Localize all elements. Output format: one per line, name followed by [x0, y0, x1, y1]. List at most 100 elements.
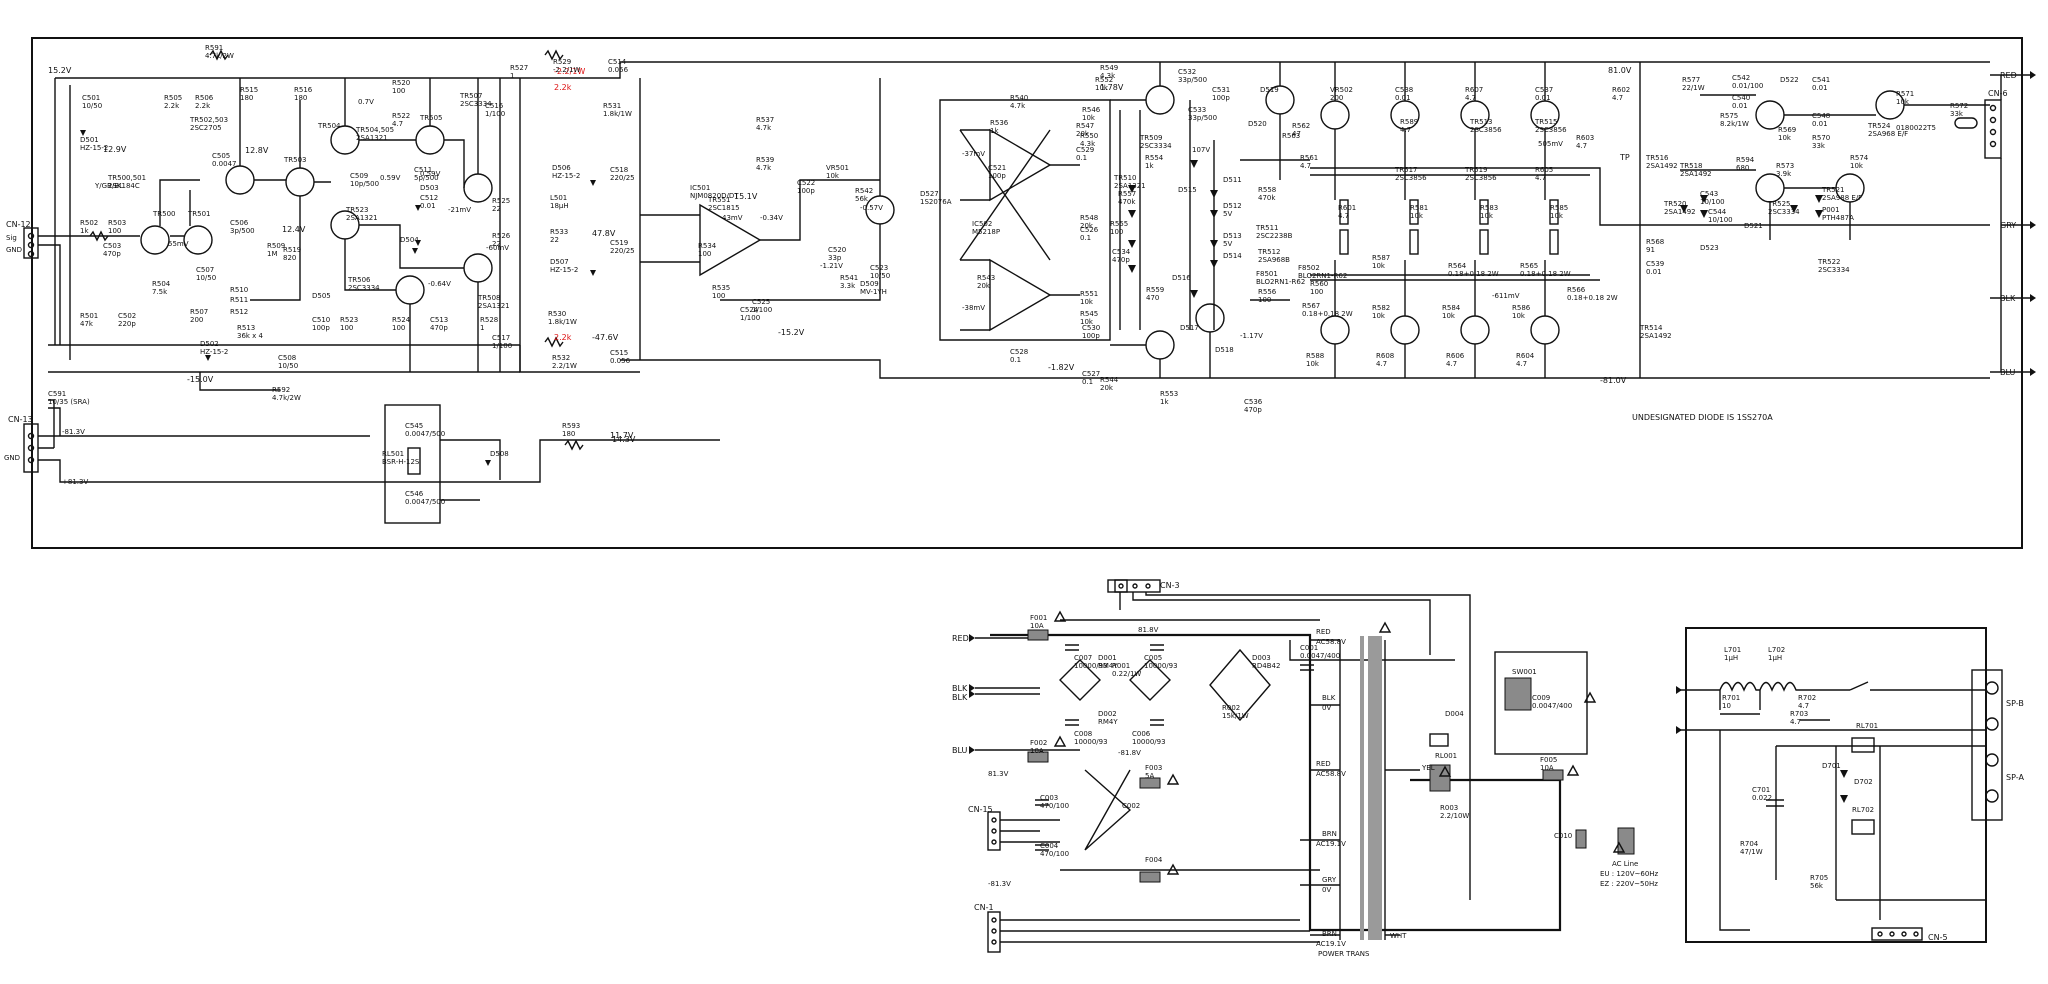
psu-part-ref: D004 — [1445, 710, 1464, 718]
amp-part-value: BLO2RN1-R62 — [1256, 278, 1305, 286]
p001-detail: 0180022T5 — [1896, 124, 1936, 132]
rl501-frame — [384, 404, 441, 524]
amp-part-ref: R604 — [1516, 352, 1535, 360]
amp-part-value: 0.18+0.18 2W — [1520, 270, 1571, 278]
amp-part-value: 0.18+0.18 2W — [1448, 270, 1499, 278]
amp-part-value: 10k — [826, 172, 840, 180]
amp-part-ref: R547 — [1076, 122, 1094, 130]
amp-part-ref: C520 — [828, 246, 846, 254]
ic501-symbol — [699, 203, 762, 277]
psu-in-blk1: BLK — [952, 684, 968, 693]
amp-part-value: 10/100 — [1708, 216, 1733, 224]
amp-part-value: 10/50 — [196, 274, 216, 282]
amp-part-value: 3.3k — [840, 282, 856, 290]
cn13-gnd: GND — [4, 454, 20, 462]
amp-part-value: 10k — [1410, 212, 1424, 220]
amp-part-ref: R588 — [1306, 352, 1324, 360]
amp-part-ref: TR524 — [1867, 122, 1891, 130]
amp-part-ref: C591 — [48, 390, 66, 398]
psu-part-ref: C005 — [1144, 654, 1162, 662]
psu-part-value: 10000/93 — [1144, 662, 1178, 670]
amp-part-ref: C514 — [608, 58, 627, 66]
output-npn — [1320, 100, 1560, 130]
rail-n182: -1.82V — [1048, 363, 1075, 372]
amp-part-ref: D522 — [1780, 76, 1799, 84]
amp-part-value: 0.1 — [1082, 378, 1093, 386]
amp-part-value: 10p/500 — [350, 180, 379, 188]
psu-part-ref: F004 — [1145, 856, 1163, 864]
amp-part-ref: R502 — [80, 219, 98, 227]
out-red: RED — [2000, 71, 2017, 80]
f005 — [1542, 769, 1564, 781]
amp-part-ref: C517 — [492, 334, 510, 342]
psu-part-ref: C008 — [1074, 730, 1092, 738]
amp-part-ref: R550 — [1080, 132, 1098, 140]
amp-part-ref: R554 — [1145, 154, 1164, 162]
amp-part-value: 20k — [977, 282, 991, 290]
tr509-symbol — [1145, 85, 1175, 115]
amp-part-ref: C543 — [1700, 190, 1718, 198]
amp-part-ref: R544 — [1100, 376, 1119, 384]
amp-part-ref: R584 — [1442, 304, 1461, 312]
amp-part-value: 4.7 — [1576, 142, 1587, 150]
amp-part-value: 100p — [312, 324, 330, 332]
amp-part-ref: R586 — [1512, 304, 1531, 312]
amp-part-ref: TR502,503 — [189, 116, 228, 124]
amp-part-value: 0.056 — [608, 66, 629, 74]
amp-part-value: 4.7k — [756, 124, 772, 132]
tp-label: TP — [1619, 153, 1630, 162]
tr505-symbol — [415, 125, 445, 155]
spk-part-ref: D702 — [1854, 778, 1873, 786]
amp-part-value: 2SC1815 — [708, 204, 740, 212]
amp-part-value: 2.2k — [164, 102, 180, 110]
amp-part-ref: R512 — [230, 308, 248, 316]
amp-part-ref: C524 — [740, 306, 759, 314]
amp-part-value: 33p — [828, 254, 842, 262]
psu-part-value: 470/100 — [1040, 850, 1069, 858]
amp-part-ref: R608 — [1376, 352, 1394, 360]
voltage-label: 0.59V — [420, 170, 441, 178]
amp-part-ref: R543 — [977, 274, 995, 282]
f004 — [1139, 871, 1161, 883]
amp-part-ref: C544 — [1708, 208, 1727, 216]
tr501-symbol — [183, 225, 213, 255]
rl001-coil — [1429, 733, 1449, 747]
bridge-1 — [1059, 659, 1101, 701]
amp-part-ref: R559 — [1146, 286, 1164, 294]
amp-part-value: 2SC3334 — [348, 284, 380, 292]
amp-part-value: 10k — [1442, 312, 1456, 320]
cn12-label: CN-12 — [6, 220, 31, 229]
cn12-body — [23, 227, 39, 259]
ic502b-symbol — [989, 258, 1052, 332]
psu-part-ref: R001 — [1112, 662, 1130, 670]
tr508-symbol — [463, 253, 493, 283]
amp-part-ref: C523 — [870, 264, 888, 272]
amp-part-value: 0.18+0.18 2W — [1567, 294, 1618, 302]
amp-part-ref: TR500 — [152, 210, 176, 218]
amp-part-value: 100p — [1212, 94, 1230, 102]
spk-part-labels: L7011μHL7021μHR70110R7024.7R7034.7C7010.… — [1722, 646, 1878, 890]
amp-part-ref: R507 — [190, 308, 208, 316]
amp-part-value: 10/50 — [870, 272, 890, 280]
psu-in-blu: BLU — [952, 746, 968, 755]
rl702-coil — [1851, 819, 1875, 835]
amp-part-ref: IC501 — [690, 184, 710, 192]
voltage-label: 0.59V — [380, 174, 401, 182]
amp-part-value: 4.7 — [1400, 126, 1411, 134]
ac-eu-label: EU : 120V~60Hz — [1600, 870, 1659, 878]
red-2k2-top: 2.2k — [554, 83, 572, 92]
amp-part-value: 820 — [283, 254, 296, 262]
psu-part-value: 10A — [1540, 764, 1554, 772]
speaker-board-outline — [1685, 627, 1987, 943]
amp-part-value: 0.0047/500 — [405, 498, 445, 506]
emitter-resistors — [1339, 199, 1559, 255]
amp-part-value: 1/100 — [485, 110, 505, 118]
amp-part-value: 100 — [108, 227, 121, 235]
spk-part-value: 0.022 — [1752, 794, 1772, 802]
voltage-label: -611mV — [1492, 292, 1520, 300]
amp-part-ref: R539 — [756, 156, 774, 164]
cn12-gnd: GND — [6, 246, 22, 254]
amp-part-value: 2SA1492 — [1680, 170, 1712, 178]
amp-part-ref: R501 — [80, 312, 98, 320]
amp-part-value: 0.1 — [1076, 154, 1087, 162]
